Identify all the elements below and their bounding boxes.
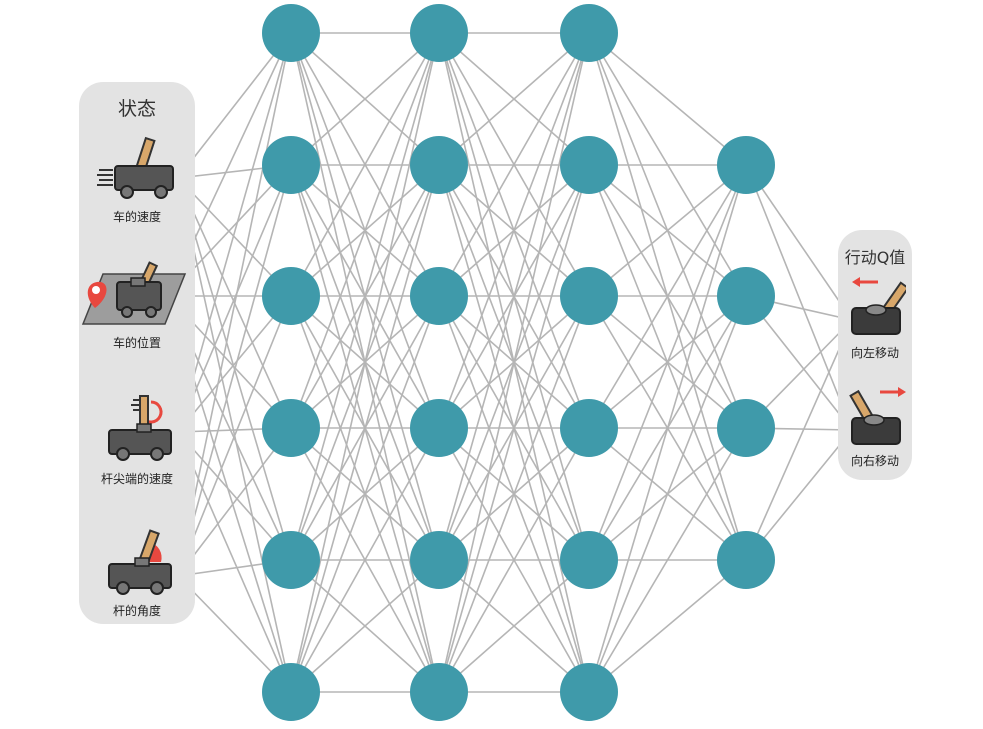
network-edge xyxy=(745,164,853,321)
network-edge xyxy=(588,32,747,166)
network-edge xyxy=(588,295,747,693)
network-node xyxy=(560,531,618,589)
network-node xyxy=(262,136,320,194)
network-edge xyxy=(177,431,292,693)
network-node xyxy=(560,399,618,457)
network-node xyxy=(262,663,320,721)
action-item-label: 向左移动 xyxy=(850,346,899,360)
network-edge xyxy=(290,32,440,297)
network-node xyxy=(717,136,775,194)
pole-angle-icon xyxy=(108,529,172,595)
network-node xyxy=(410,136,468,194)
network-edge xyxy=(290,164,440,693)
network-node xyxy=(410,531,468,589)
network-edge xyxy=(177,427,292,577)
network-edge xyxy=(438,559,590,693)
network-edge xyxy=(177,32,292,577)
network-edge xyxy=(290,559,440,693)
state-item-label: 杆尖端的速度 xyxy=(100,472,173,486)
joystick-left-icon xyxy=(851,277,906,335)
network-node xyxy=(560,4,618,62)
action-panel-title: 行动Q值 xyxy=(844,248,906,267)
cart-position-icon xyxy=(81,261,187,325)
network-node xyxy=(410,399,468,457)
network-node xyxy=(410,4,468,62)
network-edge xyxy=(177,32,292,179)
network-edge xyxy=(438,427,590,693)
network-edge xyxy=(588,164,747,297)
network-edge xyxy=(438,32,590,693)
state-panel-title: 状态 xyxy=(117,98,156,120)
cart-speed-icon xyxy=(97,136,174,199)
network-node xyxy=(410,267,468,325)
network-node xyxy=(410,663,468,721)
network-edge xyxy=(290,32,440,429)
network-edge xyxy=(177,295,292,433)
state-item-label: 车的位置 xyxy=(112,336,161,350)
network-edge xyxy=(438,32,590,297)
network-edge xyxy=(588,164,747,693)
network-edge xyxy=(290,427,440,693)
network-node xyxy=(262,4,320,62)
network-node xyxy=(560,267,618,325)
network-edge xyxy=(588,164,747,561)
network-edge xyxy=(177,164,292,433)
state-panel: 状态 车的速度 车的位置 杆尖端的速度 xyxy=(79,82,195,624)
network-edge xyxy=(290,32,440,693)
network-node xyxy=(717,531,775,589)
network-node xyxy=(560,663,618,721)
state-item-label: 车的速度 xyxy=(112,210,161,224)
network-edge xyxy=(438,32,590,561)
action-item-label: 向右移动 xyxy=(850,454,899,468)
network-edge xyxy=(177,295,292,577)
network-node xyxy=(262,399,320,457)
network-edge xyxy=(438,164,590,693)
network-edge xyxy=(177,32,292,433)
network-node xyxy=(560,136,618,194)
network-node xyxy=(262,267,320,325)
action-panel: 行动Q值 向左移动 向右移动 xyxy=(838,230,912,480)
network-edge xyxy=(290,295,440,693)
network-edge xyxy=(588,164,747,429)
network-edge xyxy=(438,32,590,166)
network-edge xyxy=(745,164,853,431)
joystick-right-icon xyxy=(849,387,906,445)
network-edge xyxy=(438,295,590,693)
network-node xyxy=(717,267,775,325)
pole-tip-speed-icon xyxy=(108,395,172,461)
network-node xyxy=(717,399,775,457)
network-edge xyxy=(290,32,440,166)
network-edge xyxy=(588,427,747,693)
state-item-label: 杆的角度 xyxy=(112,604,161,618)
network-edge xyxy=(438,32,590,429)
network-edge xyxy=(588,559,747,693)
network-edge xyxy=(177,164,292,577)
network-edge xyxy=(290,32,440,561)
network-edge xyxy=(745,319,853,561)
network-node xyxy=(262,531,320,589)
